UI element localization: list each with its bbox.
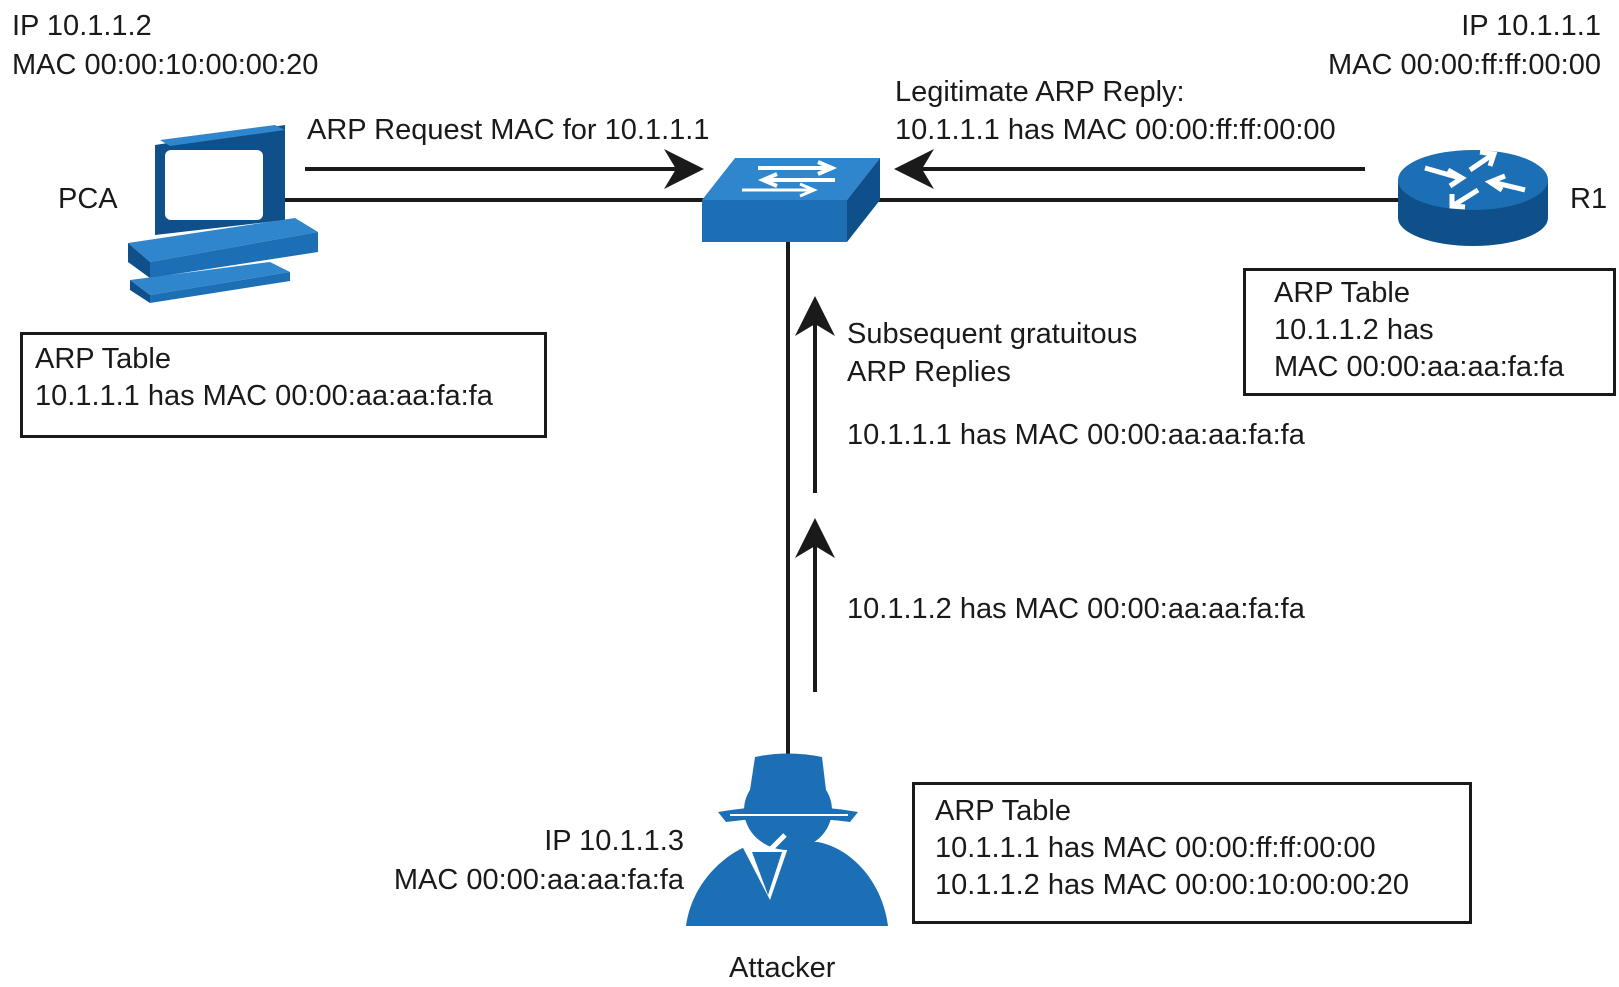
- pca-mac: MAC 00:00:10:00:00:20: [12, 49, 319, 81]
- router-icon: [1398, 149, 1548, 246]
- switch-icon: [702, 158, 880, 242]
- arp-table-title: ARP Table: [1274, 277, 1410, 309]
- arp-table-entry: 10.1.1.2 has: [1274, 314, 1434, 346]
- attacker-arp-table: ARP Table 10.1.1.1 has MAC 00:00:ff:ff:0…: [912, 782, 1472, 924]
- arp-table-entry: 10.1.1.2 has MAC 00:00:10:00:00:20: [935, 869, 1410, 901]
- pca-ip: IP 10.1.1.2: [12, 10, 152, 42]
- computer-icon: [128, 125, 318, 303]
- r1-arp-table: ARP Table 10.1.1.2 has MAC 00:00:aa:aa:f…: [1243, 268, 1616, 396]
- arp-request-label: ARP Request MAC for 10.1.1.1: [307, 114, 710, 146]
- arp-table-entry: 10.1.1.1 has MAC 00:00:ff:ff:00:00: [935, 832, 1376, 864]
- gratuitous-reply-1: 10.1.1.1 has MAC 00:00:aa:aa:fa:fa: [847, 419, 1305, 451]
- r1-ip: IP 10.1.1.1: [1461, 10, 1601, 42]
- pca-label: PCA: [58, 183, 118, 215]
- arp-table-title: ARP Table: [935, 795, 1071, 827]
- gratuitous-reply-2: 10.1.1.2 has MAC 00:00:aa:aa:fa:fa: [847, 593, 1305, 625]
- attacker-label: Attacker: [729, 952, 836, 984]
- r1-mac: MAC 00:00:ff:ff:00:00: [1328, 49, 1601, 81]
- legit-reply-detail: 10.1.1.1 has MAC 00:00:ff:ff:00:00: [895, 114, 1336, 146]
- arp-table-entry: MAC 00:00:aa:aa:fa:fa: [1274, 351, 1565, 383]
- arp-table-title: ARP Table: [35, 343, 171, 375]
- attacker-mac: MAC 00:00:aa:aa:fa:fa: [393, 864, 684, 896]
- legit-reply-label: Legitimate ARP Reply:: [895, 76, 1185, 108]
- attacker-ip: IP 10.1.1.3: [544, 825, 684, 857]
- gratuitous-label: Subsequent gratuitous: [847, 318, 1138, 350]
- arp-table-entry: 10.1.1.1 has MAC 00:00:aa:aa:fa:fa: [35, 380, 493, 412]
- pca-arp-table: ARP Table 10.1.1.1 has MAC 00:00:aa:aa:f…: [20, 332, 547, 438]
- r1-label: R1: [1570, 183, 1608, 215]
- attacker-icon: [686, 753, 888, 926]
- gratuitous-label-line2: ARP Replies: [847, 356, 1011, 388]
